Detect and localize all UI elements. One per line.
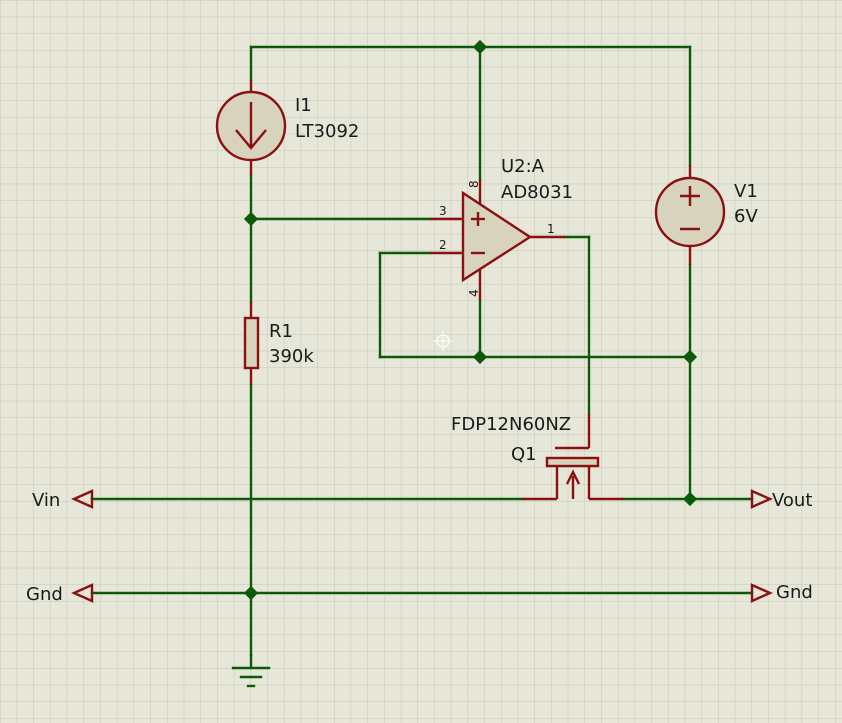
opamp-u2a[interactable]: [430, 180, 565, 300]
vin-label: Vin: [32, 490, 60, 511]
q1-ref: Q1: [511, 444, 537, 465]
arrow-up-icon: [565, 469, 581, 485]
q1-value: FDP12N60NZ: [451, 414, 571, 435]
resistor-r1[interactable]: [243, 302, 260, 385]
junction-vout: [682, 491, 698, 507]
current-source-i1[interactable]: [215, 80, 287, 175]
voltage-source-body: [654, 176, 726, 248]
gnd-left-label: Gnd: [26, 584, 63, 605]
wires: [90, 45, 754, 657]
voltage-source-v1[interactable]: [654, 165, 726, 265]
gnd-right-label: Gnd: [776, 582, 813, 603]
pin-minus-number: 2: [439, 238, 447, 252]
pin-vpos-number: 8: [467, 180, 481, 188]
r1-value: 390k: [269, 346, 314, 367]
junction-v1-bottom: [682, 349, 698, 365]
junction-plus-node: [243, 211, 259, 227]
v1-value: 6V: [734, 206, 758, 227]
i1-ref: I1: [295, 95, 312, 116]
ground-icon[interactable]: [231, 653, 271, 688]
u2-ref: U2:A: [501, 156, 545, 177]
resistor-body: [243, 316, 260, 370]
vout-label: Vout: [772, 490, 812, 511]
u2-value: AD8031: [501, 182, 573, 203]
terminal-vout[interactable]: [750, 489, 773, 509]
r1-ref: R1: [269, 321, 293, 342]
opamp-triangle: [461, 190, 533, 283]
terminal-gnd-left[interactable]: [71, 583, 94, 603]
junctions: [243, 39, 698, 601]
junction-top: [472, 39, 488, 55]
mosfet-q1[interactable]: [523, 414, 623, 501]
mosfet-channel: [545, 456, 600, 468]
crosshair-cursor-icon: [433, 331, 453, 351]
v1-ref: V1: [734, 181, 758, 202]
pin-out-number: 1: [547, 222, 555, 236]
pin-vneg-number: 4: [467, 289, 481, 297]
pin-plus-number: 3: [439, 204, 447, 218]
i1-value: LT3092: [295, 121, 359, 142]
terminal-gnd-right[interactable]: [750, 583, 773, 603]
junction-vneg: [472, 349, 488, 365]
terminal-vin[interactable]: [71, 489, 94, 509]
junction-gnd: [243, 585, 259, 601]
